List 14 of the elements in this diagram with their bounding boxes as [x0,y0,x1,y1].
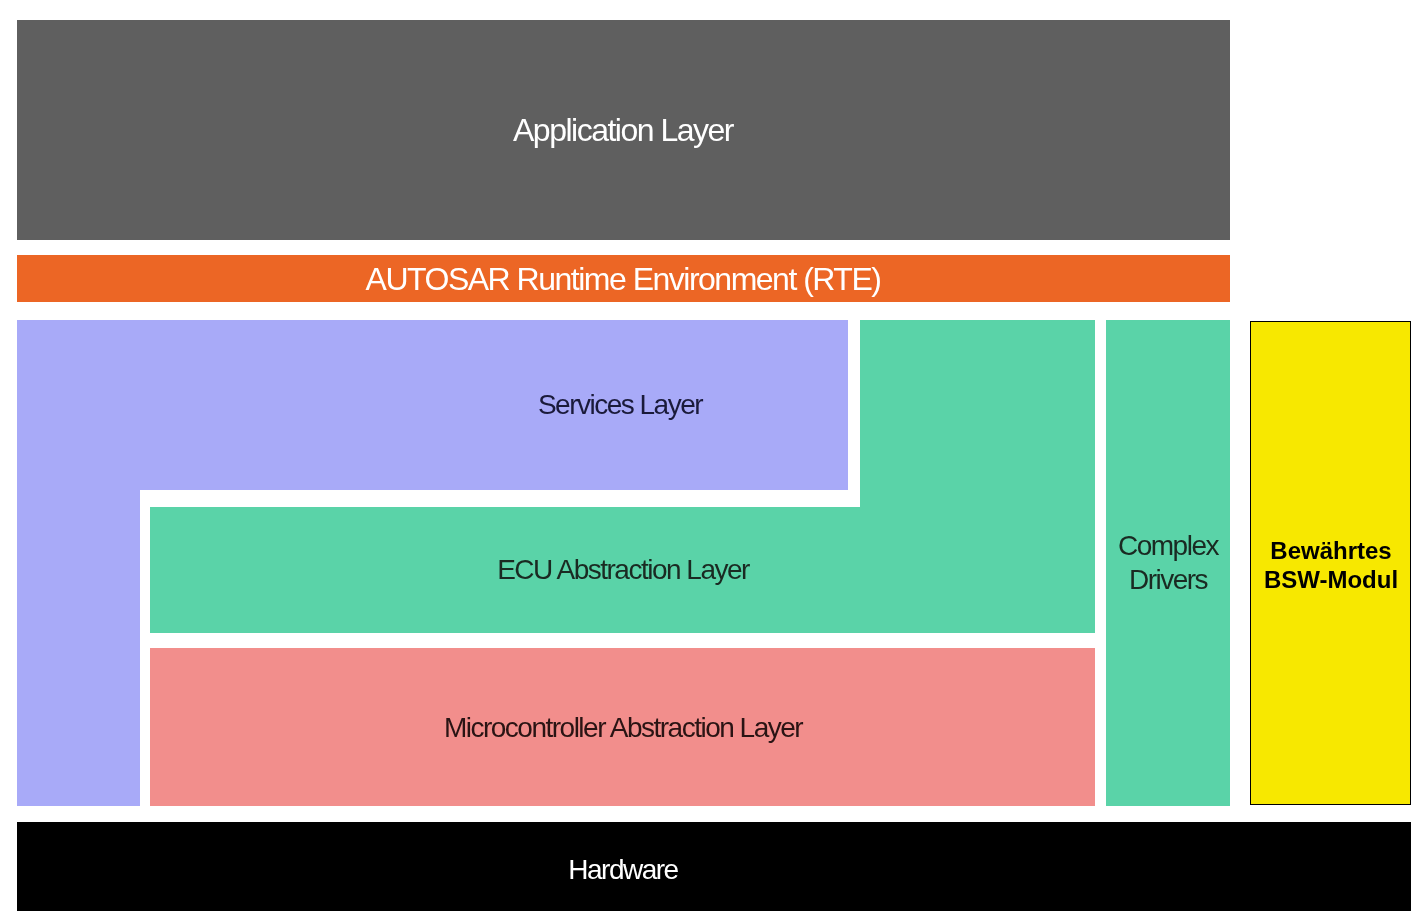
layer-label: Bewährtes BSW-Modul [1263,537,1399,595]
layer-band [17,255,1230,302]
layer-box [1106,320,1230,806]
layer-label: Hardware [568,853,678,887]
layer-label: Services Layer [537,388,703,422]
layer-box [17,20,1230,240]
module-box [1250,321,1411,805]
layer-box [150,648,1095,806]
layer-label: ECU Abstraction Layer [497,553,749,587]
layer-box [17,822,1411,911]
layer-label: AUTOSAR Runtime Environment (RTE) [365,259,881,299]
layer-label: Application Layer [513,110,733,150]
layer-label: Microcontroller Abstraction Layer [443,711,803,745]
layer-label: Complex Drivers [1117,529,1220,597]
